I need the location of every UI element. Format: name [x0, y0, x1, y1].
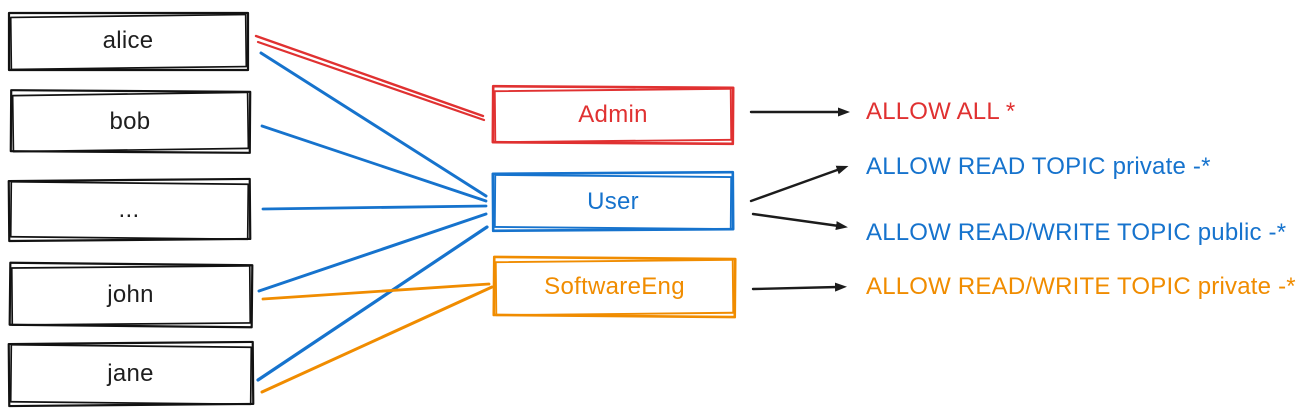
arrow-softwareeng-readwriteprivate [751, 282, 847, 292]
user-box-dots [7, 177, 252, 243]
edge-john-user [257, 212, 488, 293]
edge-dots-user [261, 204, 488, 211]
edges-to-admin [254, 34, 486, 122]
user-box-jane [7, 340, 255, 408]
edge-jane-user [256, 225, 489, 382]
user-box-john [8, 261, 254, 329]
edge-john-softwareeng [261, 282, 491, 301]
role-box-softwareeng [492, 255, 737, 319]
arrow-user-readprivate [749, 165, 849, 203]
edge-alice-user [259, 51, 488, 198]
user-box-alice [7, 11, 250, 72]
edge-bob-user [260, 124, 488, 203]
edge-alice-admin [254, 34, 485, 118]
user-box-bob [9, 89, 252, 154]
edges-to-user [256, 51, 489, 382]
role-box-user [491, 170, 735, 233]
role-box-admin [491, 84, 735, 146]
edges-to-softwareeng [260, 282, 494, 394]
arrow-user-readwritepublic [751, 212, 848, 231]
edge-alice-admin-stroke2 [256, 40, 486, 122]
edge-jane-softwareeng [260, 285, 494, 394]
